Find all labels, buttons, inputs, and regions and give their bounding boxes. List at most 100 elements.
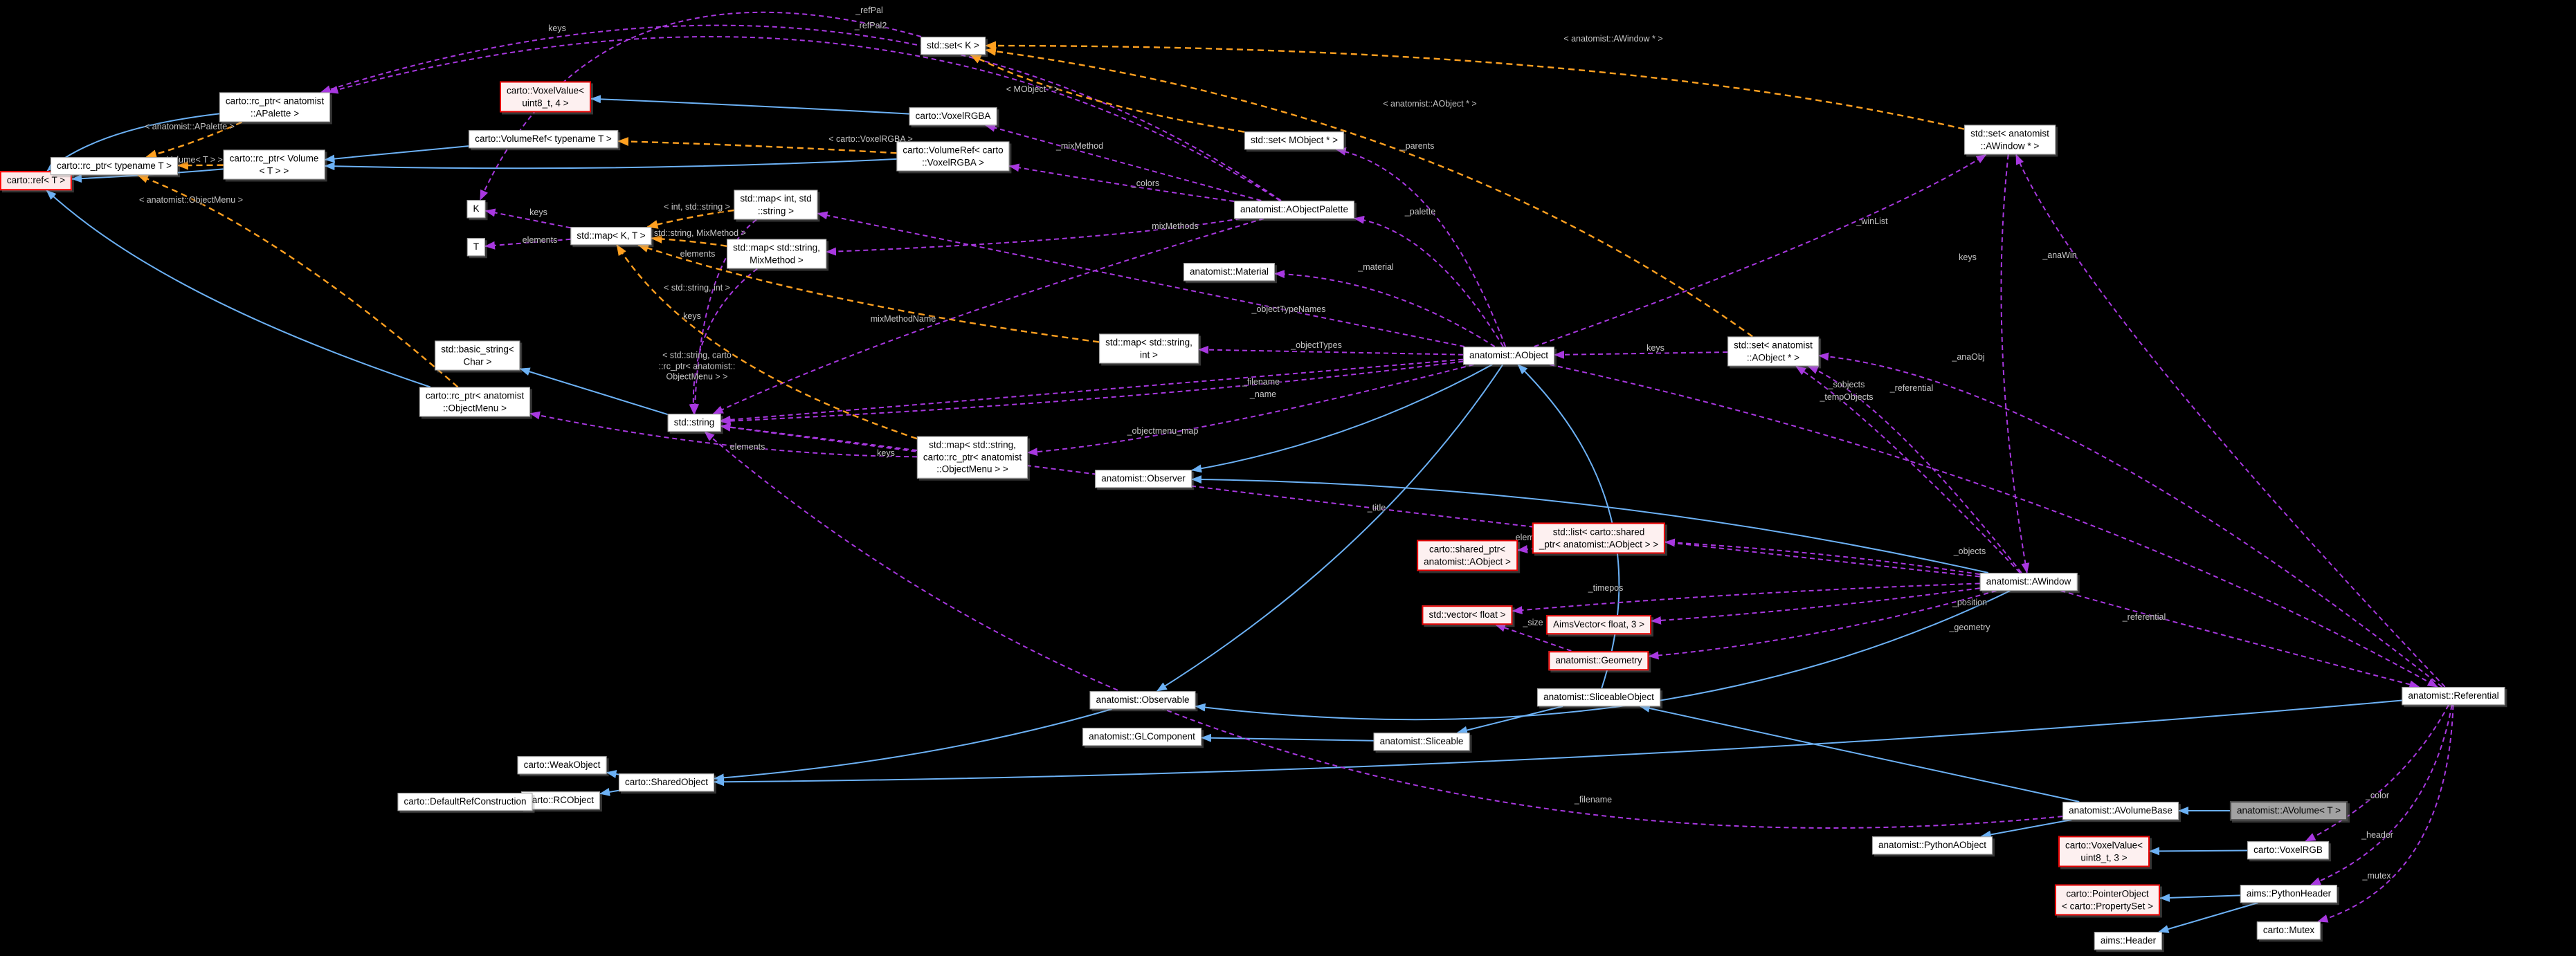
edge-use-aobject-aobject_palette bbox=[1354, 215, 1504, 347]
edge-template-set_aobject-set_k bbox=[985, 46, 1753, 338]
node-sliceable[interactable]: anatomist::Sliceable bbox=[1373, 733, 1470, 751]
node-weakobject[interactable]: carto::WeakObject bbox=[517, 756, 607, 774]
edge-use-map_kt-k bbox=[484, 208, 571, 229]
edge-inherit-std_string-basic_string bbox=[519, 367, 668, 416]
edge-use-awindow-geometry bbox=[1648, 590, 1997, 660]
edge-label: _winList bbox=[1856, 217, 1888, 227]
node-aimsvector[interactable]: AimsVector< float, 3 > bbox=[1545, 615, 1652, 634]
node-map_int_string[interactable]: std::map< int, std ::string > bbox=[734, 190, 818, 220]
node-pythonheader[interactable]: aims::PythonHeader bbox=[2240, 885, 2338, 903]
node-t[interactable]: T bbox=[466, 238, 486, 256]
node-sharedobject[interactable]: carto::SharedObject bbox=[618, 773, 715, 791]
edge-template-map_string_objectmenu-map_kt bbox=[616, 244, 918, 440]
node-rc_ptr_apalette[interactable]: carto::rc_ptr< anatomist ::APalette > bbox=[219, 92, 331, 122]
node-map_kt[interactable]: std::map< K, T > bbox=[570, 227, 652, 245]
node-referential[interactable]: anatomist::Referential bbox=[2402, 687, 2505, 705]
node-pythonaobject[interactable]: anatomist::PythonAObject bbox=[1871, 836, 1993, 854]
node-material[interactable]: anatomist::Material bbox=[1183, 263, 1276, 281]
edge-label: < std::string, carto ::rc_ptr< anatomist… bbox=[658, 350, 736, 382]
node-set_awindow[interactable]: std::set< anatomist ::AWindow * > bbox=[1964, 125, 2056, 155]
node-awindow[interactable]: anatomist::AWindow bbox=[1979, 573, 2078, 591]
edge-use-referential-mutex bbox=[2317, 704, 2454, 923]
node-header[interactable]: aims::Header bbox=[2094, 932, 2163, 950]
node-rc_ptr_volume[interactable]: carto::rc_ptr< Volume < T > > bbox=[223, 149, 325, 180]
edge-use-awindow-set_aobject bbox=[1795, 365, 2021, 573]
edge-use-aobject-set_mobject bbox=[1335, 147, 1507, 347]
edge-inherit-sharedobject-weakobject bbox=[606, 770, 619, 778]
edge-use-geometry-vector_float bbox=[1494, 623, 1572, 652]
edge-label: keys bbox=[1647, 343, 1665, 353]
edge-template-set_awindow-set_k bbox=[985, 41, 1965, 130]
edge-template-rc_ptr_volume-rc_ptr_typename bbox=[177, 160, 224, 170]
edge-use-aobject_palette-rc_ptr_apalette bbox=[327, 36, 1281, 201]
node-std_string[interactable]: std::string bbox=[667, 414, 721, 432]
edge-use-aobject-map_string_objectmenu bbox=[1027, 364, 1474, 457]
edge-label: _geometry bbox=[1949, 623, 1990, 633]
edge-label: _sobjects bbox=[1828, 380, 1865, 390]
edge-label: _filename bbox=[1574, 795, 1613, 805]
edge-label: _mixMethod bbox=[1055, 141, 1104, 151]
node-list_shared_ptr[interactable]: std::list< carto::shared _ptr< anatomist… bbox=[1532, 522, 1666, 554]
node-rc_ptr_objectmenu[interactable]: carto::rc_ptr< anatomist ::ObjectMenu > bbox=[419, 387, 531, 417]
edge-inherit-observable-sharedobject bbox=[714, 708, 1112, 782]
node-pointerobject[interactable]: carto::PointerObject < carto::PropertySe… bbox=[2054, 884, 2161, 916]
edge-use-aobject-std_string bbox=[720, 360, 1464, 425]
node-voxelvalue3[interactable]: carto::VoxelValue< uint8_t, 3 > bbox=[2058, 836, 2150, 867]
node-k[interactable]: K bbox=[466, 200, 486, 218]
node-set_mobject[interactable]: std::set< MObject * > bbox=[1244, 131, 1345, 149]
node-map_string_objectmenu[interactable]: std::map< std::string, carto::rc_ptr< an… bbox=[916, 436, 1028, 479]
node-voxelvalue4[interactable]: carto::VoxelValue< uint8_t, 4 > bbox=[500, 81, 591, 113]
edge-use-aobject_palette-std_string bbox=[712, 218, 1264, 414]
edge-inherit-aobject-observer bbox=[1191, 364, 1493, 473]
edge-use-aobject_palette-rc_ptr_apalette bbox=[320, 24, 1282, 201]
node-shared_ptr_aobject[interactable]: carto::shared_ptr< anatomist::AObject > bbox=[1417, 540, 1518, 571]
edge-label: < MObject * > bbox=[1006, 84, 1060, 95]
edge-use-map_int_string-std_string bbox=[691, 219, 757, 414]
edge-label: _anaObj bbox=[1952, 352, 1985, 362]
node-map_string_mixmethod[interactable]: std::map< std::string, MixMethod > bbox=[727, 239, 826, 269]
node-sliceableobject[interactable]: anatomist::SliceableObject bbox=[1537, 688, 1660, 706]
node-observable[interactable]: anatomist::Observable bbox=[1089, 691, 1196, 709]
edge-label: < std::string, int > bbox=[664, 283, 730, 293]
edge-use-map_string_mixmethod-std_string bbox=[689, 268, 758, 414]
node-glcomponent[interactable]: anatomist::GLComponent bbox=[1082, 728, 1201, 746]
edge-label: _palette bbox=[1404, 207, 1436, 217]
node-voxelrgb[interactable]: carto::VoxelRGB bbox=[2247, 841, 2329, 859]
node-volumeref_rgba[interactable]: carto::VolumeRef< carto ::VoxelRGBA > bbox=[896, 141, 1010, 172]
node-geometry[interactable]: anatomist::Geometry bbox=[1548, 651, 1649, 670]
edge-use-aobject-material bbox=[1274, 270, 1496, 347]
edge-use-aobject_palette-voxelrgba bbox=[985, 123, 1262, 201]
node-volumeref_t[interactable]: carto::VolumeRef< typename T > bbox=[469, 130, 618, 148]
node-defaultref[interactable]: carto::DefaultRefConstruction bbox=[397, 793, 533, 811]
edge-label: < anatomist::AObject * > bbox=[1383, 99, 1477, 109]
edge-inherit-awindow-observer bbox=[1191, 475, 1989, 573]
node-avolume_t: anatomist::AVolume< T > bbox=[2229, 801, 2348, 820]
edge-inherit-pythonheader-header bbox=[2158, 902, 2258, 933]
edge-label: _referential bbox=[1889, 383, 1934, 394]
edge-inherit-referential-sharedobject bbox=[714, 699, 2402, 787]
node-set_k[interactable]: std::set< K > bbox=[920, 37, 986, 55]
node-map_string_int[interactable]: std::map< std::string, int > bbox=[1099, 333, 1199, 364]
node-observer[interactable]: anatomist::Observer bbox=[1095, 470, 1192, 488]
node-vector_float[interactable]: std::vector< float > bbox=[1422, 605, 1513, 625]
edge-use-set_k-k bbox=[479, 11, 922, 201]
edge-use-aobject-map_int_string bbox=[817, 211, 1465, 347]
node-mutex[interactable]: carto::Mutex bbox=[2256, 921, 2321, 939]
node-aobject[interactable]: anatomist::AObject bbox=[1462, 347, 1555, 365]
node-voxelrgba[interactable]: carto::VoxelRGBA bbox=[909, 107, 997, 125]
edge-template-map_string_int-map_kt bbox=[637, 243, 1100, 343]
edge-use-aobject_palette-volumeref_rgba bbox=[1008, 163, 1235, 203]
node-aobject_palette[interactable]: anatomist::AObjectPalette bbox=[1233, 201, 1355, 219]
edge-label: < int, std::string > bbox=[664, 202, 730, 212]
node-rc_ptr_typename[interactable]: carto::rc_ptr< typename T > bbox=[50, 157, 179, 175]
edge-label: _referential bbox=[2122, 612, 2166, 623]
edge-label: _size bbox=[1523, 618, 1543, 628]
node-basic_string[interactable]: std::basic_string< Char > bbox=[435, 340, 520, 371]
edge-label: _header bbox=[2361, 830, 2393, 840]
edge-label: _name bbox=[1249, 389, 1277, 400]
node-rcobject[interactable]: carto::RCObject bbox=[520, 791, 601, 809]
node-avolumebase[interactable]: anatomist::AVolumeBase bbox=[2062, 802, 2179, 820]
edge-use-aobject-map_string_int bbox=[1198, 345, 1464, 356]
node-set_aobject[interactable]: std::set< anatomist ::AObject * > bbox=[1727, 336, 1819, 367]
